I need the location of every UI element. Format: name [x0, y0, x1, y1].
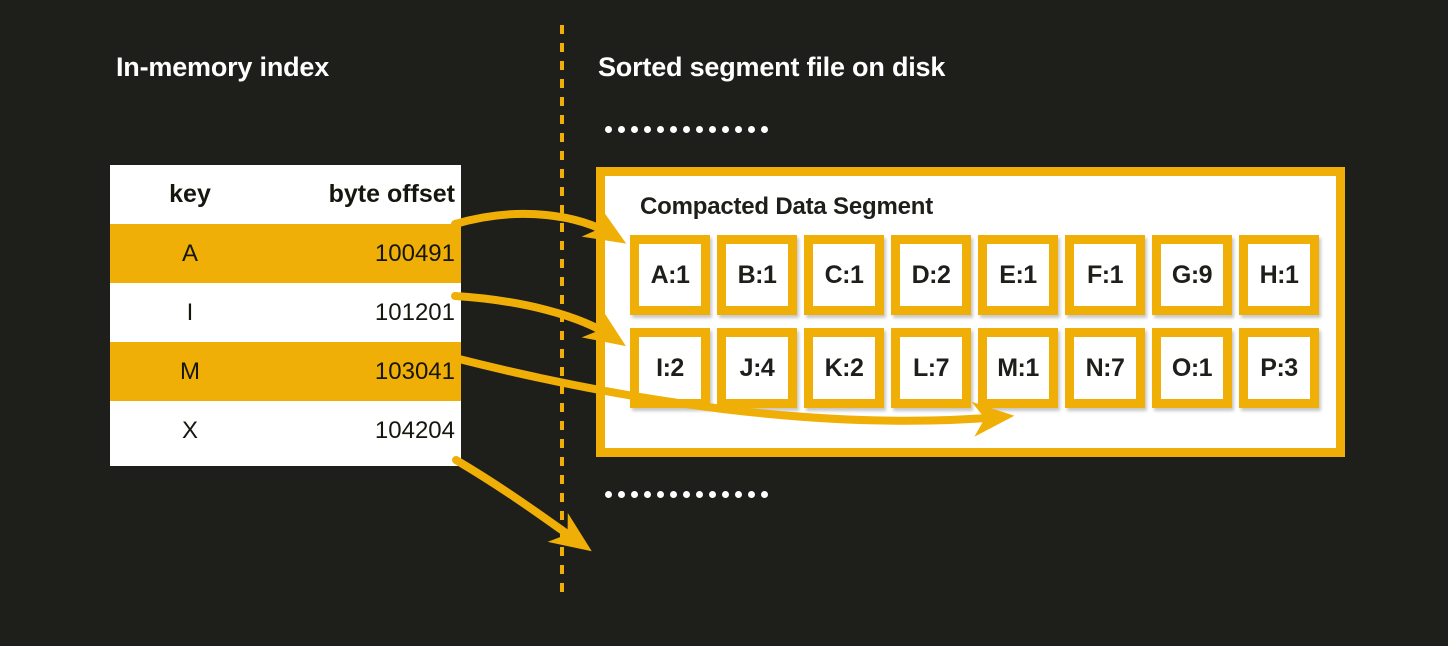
pad-cell	[270, 460, 461, 466]
segment-record-cell[interactable]: E:1	[978, 235, 1058, 315]
page-title-sorted-segment-file: Sorted segment file on disk	[598, 52, 946, 82]
ellipsis-dot	[722, 491, 729, 498]
ellipsis-dot	[657, 491, 664, 498]
arrow-key-i	[451, 292, 626, 347]
ellipsis-dot	[748, 126, 755, 133]
table-header-row: key byte offset	[110, 165, 461, 224]
segment-title: Compacted Data Segment	[640, 193, 933, 220]
ellipsis-dots-bottom	[605, 491, 768, 498]
cell-key: X	[181, 416, 198, 444]
ellipsis-dot	[631, 491, 638, 498]
ellipsis-dot	[696, 126, 703, 133]
segment-record-cell[interactable]: C:1	[804, 235, 884, 315]
table-row[interactable]: X 104204	[110, 401, 461, 460]
segment-record-cell[interactable]: N:7	[1065, 328, 1145, 408]
ellipsis-dot	[761, 491, 768, 498]
segment-record-cell[interactable]: J:4	[717, 328, 797, 408]
cell-byte-offset: 100491	[374, 239, 455, 267]
ellipsis-dot	[618, 491, 625, 498]
table-row[interactable]: M 103041	[110, 342, 461, 401]
ellipsis-dot	[631, 126, 638, 133]
segment-record-cell[interactable]: F:1	[1065, 235, 1145, 315]
cell-key: I	[186, 298, 194, 326]
segment-record-cell[interactable]: M:1	[978, 328, 1058, 408]
table-bottom-padding	[110, 460, 461, 466]
ellipsis-dot	[683, 126, 690, 133]
table-row[interactable]: A 100491	[110, 224, 461, 283]
ellipsis-dot	[657, 126, 664, 133]
ellipsis-dot	[605, 491, 612, 498]
ellipsis-dot	[670, 126, 677, 133]
ellipsis-dot	[644, 126, 651, 133]
ellipsis-dot	[735, 126, 742, 133]
ellipsis-dot	[618, 126, 625, 133]
page-title-in-memory-index: In-memory index	[116, 52, 330, 82]
segment-record-cell[interactable]: I:2	[630, 328, 710, 408]
cell-key: A	[181, 239, 198, 267]
ellipsis-dot	[735, 491, 742, 498]
table-row[interactable]: I 101201	[110, 283, 461, 342]
ellipsis-dot	[722, 126, 729, 133]
cell-key: M	[180, 357, 200, 385]
arrow-key-a	[451, 206, 627, 244]
column-header-key: key	[169, 180, 211, 208]
memory-disk-divider	[560, 25, 564, 601]
ellipsis-dot	[709, 126, 716, 133]
segment-record-cell[interactable]: D:2	[891, 235, 971, 315]
cell-byte-offset: 103041	[374, 357, 455, 385]
ellipsis-dot	[683, 491, 690, 498]
segment-record-cell[interactable]: G:9	[1152, 235, 1232, 315]
segment-record-cell[interactable]: P:3	[1239, 328, 1319, 408]
ellipsis-dot	[709, 491, 716, 498]
segment-record-cell[interactable]: A:1	[630, 235, 710, 315]
ellipsis-dot	[605, 126, 612, 133]
segment-record-cell[interactable]: K:2	[804, 328, 884, 408]
pad-cell	[110, 460, 270, 466]
cell-byte-offset: 101201	[374, 298, 455, 326]
ellipsis-dot	[670, 491, 677, 498]
segment-record-cell[interactable]: L:7	[891, 328, 971, 408]
segment-record-cell[interactable]: H:1	[1239, 235, 1319, 315]
segment-record-cell[interactable]: B:1	[717, 235, 797, 315]
ellipsis-dot	[748, 491, 755, 498]
ellipsis-dots-top	[605, 126, 768, 133]
cell-byte-offset: 104204	[374, 416, 455, 444]
segment-record-cell[interactable]: O:1	[1152, 328, 1232, 408]
ellipsis-dot	[696, 491, 703, 498]
ellipsis-dot	[644, 491, 651, 498]
column-header-byte-offset: byte offset	[328, 180, 455, 208]
ellipsis-dot	[761, 126, 768, 133]
